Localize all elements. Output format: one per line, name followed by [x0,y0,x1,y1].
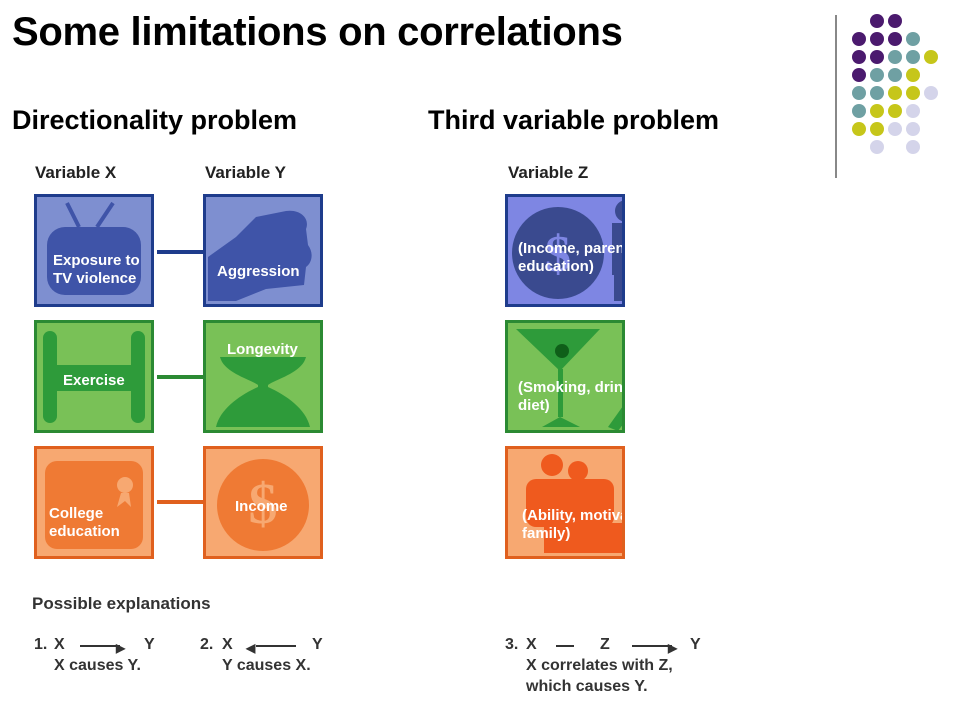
decorative-dot [852,122,866,136]
decorative-dot-grid [852,14,952,154]
column-label-y: Variable Y [205,163,286,182]
panel-label: Aggression [217,263,300,280]
tv-icon [47,201,141,295]
panel-label: College education [49,505,120,540]
panel-label: (Income, parents, education) [518,240,625,275]
decorative-dot [888,122,902,136]
decorative-dot [870,122,884,136]
subheading-directionality: Directionality problem [12,105,298,135]
decorative-dot [870,50,884,64]
decorative-dot [852,68,866,82]
decorative-dot [852,50,866,64]
panel-label: Exercise [63,372,125,389]
decorative-dot [906,32,920,46]
decorative-dot [870,32,884,46]
panel-third-variable-income: $ (Income, parents, education) [505,194,625,307]
title-divider [835,15,837,178]
decorative-dot [852,32,866,46]
decorative-dot [888,50,902,64]
decorative-dot [924,86,938,100]
decorative-dot [924,50,938,64]
panel-exposure-tv-violence: Exposure to TV violence [34,194,154,307]
panel-label: Exposure to TV violence [53,252,140,287]
hourglass-icon [216,357,310,427]
explanations-heading: Possible explanations [32,594,211,613]
panel-label: Longevity [227,341,298,358]
column-label-z: Variable Z [508,163,589,182]
decorative-dot [906,104,920,118]
column-label-x: Variable X [35,163,117,182]
decorative-dot [906,140,920,154]
panel-third-variable-smoking: (Smoking, drinking, diet) [505,320,625,433]
arrow-right-icon [632,645,672,647]
panel-label: (Smoking, drinking, diet) [518,379,623,414]
decorative-dot [852,86,866,100]
decorative-dot [870,104,884,118]
decorative-dot [852,104,866,118]
decorative-dot [870,86,884,100]
decorative-dot [888,68,902,82]
panel-college-education: College education [34,446,154,559]
correlation-dash [556,645,574,647]
family-icon [526,454,622,553]
cocktail-cigarette-icon [516,329,622,430]
family-money-icon: $ [512,200,622,301]
subheading-third-variable: Third variable problem [428,105,720,135]
dollar-coin-icon: $ [217,459,309,551]
panel-aggression: Aggression [203,194,323,307]
panel-income: $ Income [203,446,323,559]
svg-text:$: $ [249,471,278,536]
panel-exercise: Exercise [34,320,154,433]
svg-text:$: $ [545,226,571,283]
decorative-dot [870,140,884,154]
fist-icon [208,210,312,301]
slide-title: Some limitations on correlations [12,10,623,54]
panel-third-variable-ability: (Ability, motivation, family) [505,446,625,559]
decorative-dot [888,14,902,28]
decorative-dot [888,32,902,46]
decorative-dot [906,122,920,136]
decorative-dot [906,50,920,64]
connector-row-3 [157,500,203,504]
panel-label: Income [235,498,288,515]
diploma-icon [45,461,143,549]
decorative-dot [906,86,920,100]
panel-longevity: Longevity [203,320,323,433]
panel-label: (Ability, motivation, family) [522,507,622,542]
decorative-dot [870,14,884,28]
connector-row-1 [157,250,203,254]
arrow-right-icon [80,645,120,647]
decorative-dot [888,104,902,118]
connector-row-2 [157,375,203,379]
dumbbell-icon [43,331,145,423]
arrow-left-icon [256,645,296,647]
decorative-dot [888,86,902,100]
decorative-dot [906,68,920,82]
decorative-dot [870,68,884,82]
